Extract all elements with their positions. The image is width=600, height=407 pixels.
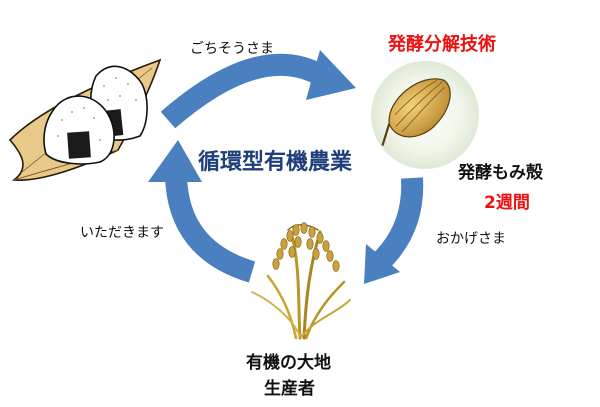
duration-label: 2週間 (484, 193, 530, 213)
fermented-rice-husk-icon (371, 61, 479, 169)
rice-plant-icon (251, 222, 351, 340)
arrow-left-label: いただきます (80, 225, 164, 241)
arrow-right-label: おかげさま (436, 231, 506, 247)
arrow-left (148, 140, 256, 283)
arrow-top-label: ごちそうさま (190, 41, 274, 57)
rice-husk-label: 発酵もみ殻 (458, 163, 543, 183)
producer-label-line2: 生産者 (264, 379, 315, 399)
rice-balls-icon (8, 58, 162, 181)
technology-title: 発酵分解技術 (388, 34, 496, 55)
arrow-right (364, 177, 424, 284)
producer-label-line1: 有機の大地 (246, 353, 331, 373)
arrow-top (160, 50, 356, 129)
center-title: 循環型有機農業 (198, 150, 353, 175)
